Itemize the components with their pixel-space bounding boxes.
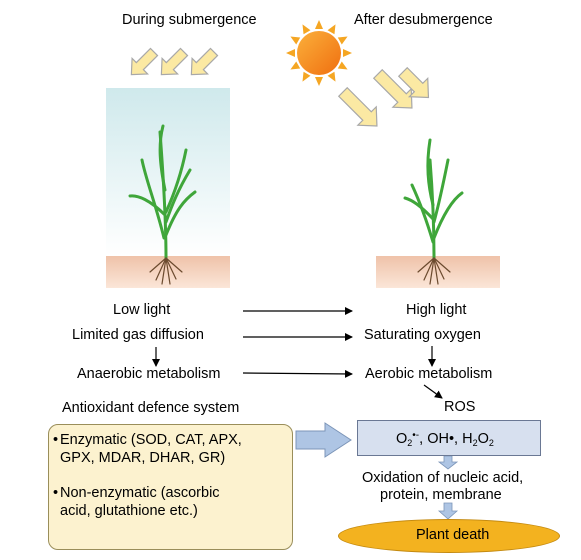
- desubmerged-plant-icon: [403, 138, 464, 285]
- antioxidant-defence-title: Antioxidant defence system: [62, 400, 240, 416]
- ros-species-box: O2•-, OH•, H2O2: [357, 420, 541, 456]
- plant-death-ellipse: Plant death: [338, 519, 560, 553]
- enzymatic-bullet: •: [53, 432, 59, 448]
- limited-gas-diffusion-label: Limited gas diffusion: [72, 327, 204, 343]
- nonenzymatic-line1: Non-enzymatic (ascorbic: [60, 485, 220, 501]
- low-light-label: Low light: [113, 302, 171, 318]
- desubmergence-light-arrows: [337, 66, 430, 127]
- submerged-plant-icon: [128, 124, 197, 285]
- oxidation-line1: Oxidation of nucleic acid,: [362, 470, 524, 486]
- enzymatic-line1: Enzymatic (SOD, CAT, APX,: [60, 432, 242, 448]
- oxidation-to-death-arrow: [437, 502, 459, 520]
- submergence-light-arrows: [130, 47, 219, 76]
- anaerobic-metabolism-label: Anaerobic metabolism: [77, 366, 221, 382]
- nonenzymatic-bullet: •: [53, 485, 59, 501]
- arrow-anaerobic-to-aerobic: [242, 369, 353, 378]
- saturating-oxygen-label: Saturating oxygen: [364, 327, 481, 343]
- high-light-label: High light: [406, 302, 467, 318]
- ros-to-oxidation-arrow: [437, 455, 459, 470]
- oxidation-line2: protein, membrane: [380, 487, 502, 503]
- sun-icon: [286, 20, 352, 86]
- ros-label: ROS: [444, 399, 476, 415]
- arrow-aerobic-to-ros: [423, 384, 443, 399]
- aerobic-metabolism-label: Aerobic metabolism: [365, 366, 493, 382]
- during-submergence-label: During submergence: [122, 12, 257, 28]
- nonenzymatic-line2: acid, glutathione etc.): [60, 503, 198, 519]
- defence-to-ros-arrow: [295, 422, 352, 458]
- after-desubmergence-label: After desubmergence: [354, 12, 493, 28]
- submergence-container: [106, 88, 230, 288]
- antioxidant-defence-box: • Enzymatic (SOD, CAT, APX, GPX, MDAR, D…: [48, 424, 293, 550]
- ros-species-text: O2•-, OH•, H2O2: [396, 430, 494, 448]
- enzymatic-line2: GPX, MDAR, DHAR, GR): [60, 450, 226, 466]
- plant-death-label: Plant death: [416, 527, 490, 543]
